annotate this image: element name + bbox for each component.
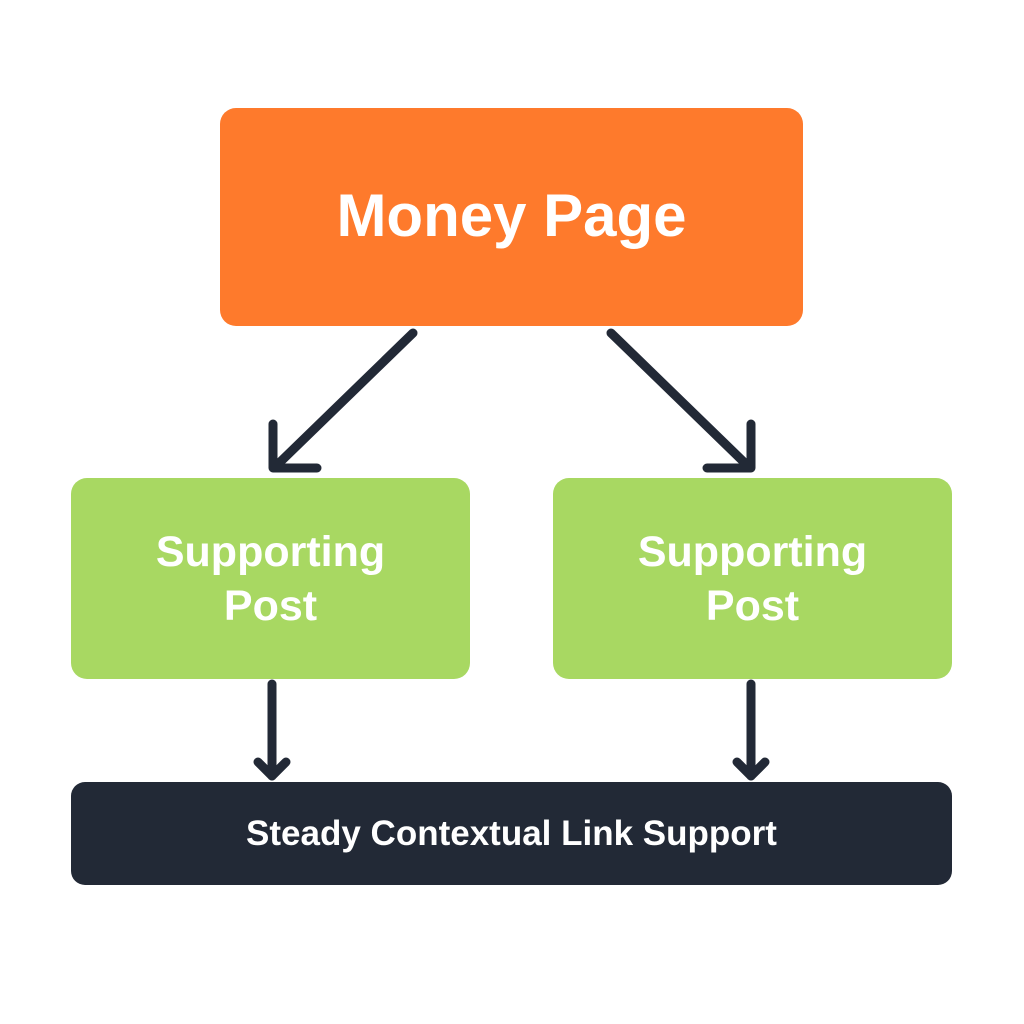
money-page-label: Money Page: [336, 181, 687, 249]
supporting-post-label-line2: Post: [223, 581, 318, 630]
arrow-money-to-left-post: [268, 328, 418, 473]
supporting-post-label-line1: Supporting: [155, 527, 386, 576]
supporting-post-node-left: Supporting Post: [71, 478, 470, 679]
arrow-left-post-to-base: [253, 679, 291, 781]
money-page-node: Money Page: [220, 108, 803, 326]
arrow-right-post-to-base: [732, 679, 770, 781]
link-support-label: Steady Contextual Link Support: [246, 813, 777, 853]
link-support-base-node: Steady Contextual Link Support: [71, 782, 952, 885]
arrow-money-to-right-post: [606, 328, 756, 473]
supporting-post-label-line1: Supporting: [637, 527, 868, 576]
supporting-post-node-right: Supporting Post: [553, 478, 952, 679]
supporting-post-label-line2: Post: [705, 581, 800, 630]
